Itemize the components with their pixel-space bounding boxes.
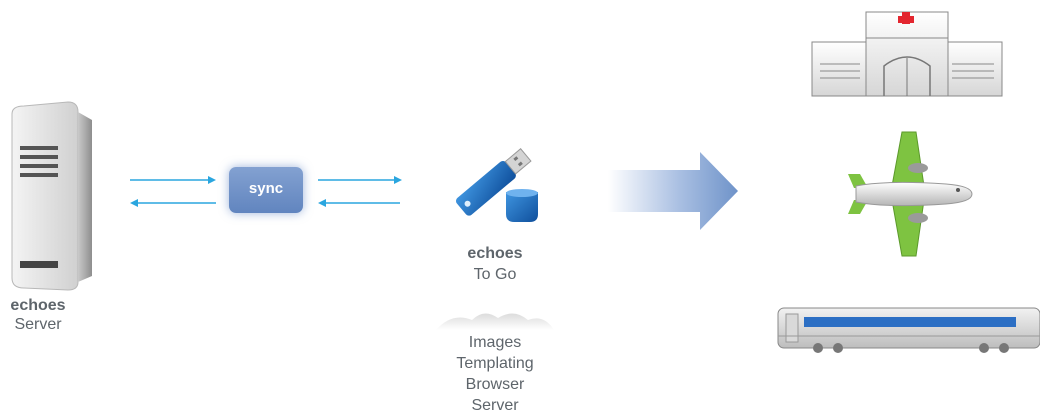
sync-usb-arrows <box>318 176 402 207</box>
feature-item: Browser <box>465 376 525 393</box>
feature-list: Images Templating Browser Server <box>430 332 560 416</box>
hospital-icon <box>811 11 1003 97</box>
usb-name: To Go <box>473 266 517 283</box>
cloud-divider <box>436 313 554 330</box>
usb-label: echoes To Go <box>440 243 550 285</box>
server <box>6 96 98 297</box>
feature-item: Templating <box>456 355 534 372</box>
airplane-icon <box>848 131 973 257</box>
big-arrow <box>608 152 738 230</box>
server-icon <box>11 101 92 291</box>
server-label: echoes Server <box>0 296 76 334</box>
feature-item: Images <box>468 334 522 351</box>
usb-brand: echoes <box>467 245 523 262</box>
server-name: Server <box>14 316 62 333</box>
server-brand: echoes <box>10 297 66 314</box>
sync-box: sync <box>229 167 303 213</box>
usb-drive-icon <box>455 148 538 222</box>
feature-item: Server <box>471 397 519 414</box>
train-icon <box>777 307 1040 353</box>
server-sync-arrows <box>130 176 216 207</box>
